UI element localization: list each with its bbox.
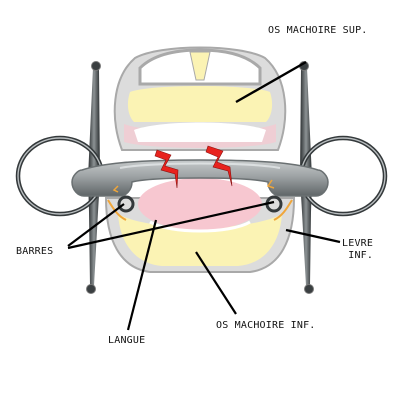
tongue-shape xyxy=(138,178,262,230)
leader-tongue xyxy=(126,219,158,331)
pain-lightning-icon xyxy=(154,149,179,189)
label-lower-lip: LEVRE INF. xyxy=(342,238,373,262)
leader-bars-right xyxy=(67,200,275,250)
leader-bars-left xyxy=(67,203,125,247)
lip-fold-left xyxy=(107,199,127,221)
label-lower-lip-line2: INF. xyxy=(348,250,374,261)
label-lower-lip-line1: LEVRE xyxy=(342,238,374,249)
leader-lower-lip xyxy=(285,228,341,244)
label-upper-jaw: OS MACHOIRE SUP. xyxy=(268,25,368,36)
lip-fold-right xyxy=(273,199,293,221)
label-tongue: LANGUE xyxy=(108,335,146,346)
label-lower-jaw: OS MACHOIRE INF. xyxy=(216,320,316,331)
label-bars: BARRES xyxy=(16,246,54,257)
pain-lightning-icon xyxy=(205,145,233,187)
bit-mouthpiece xyxy=(71,159,329,197)
leader-upper-jaw xyxy=(235,60,307,104)
leader-lower-jaw xyxy=(195,251,237,315)
upper-jaw-bone xyxy=(113,46,287,151)
